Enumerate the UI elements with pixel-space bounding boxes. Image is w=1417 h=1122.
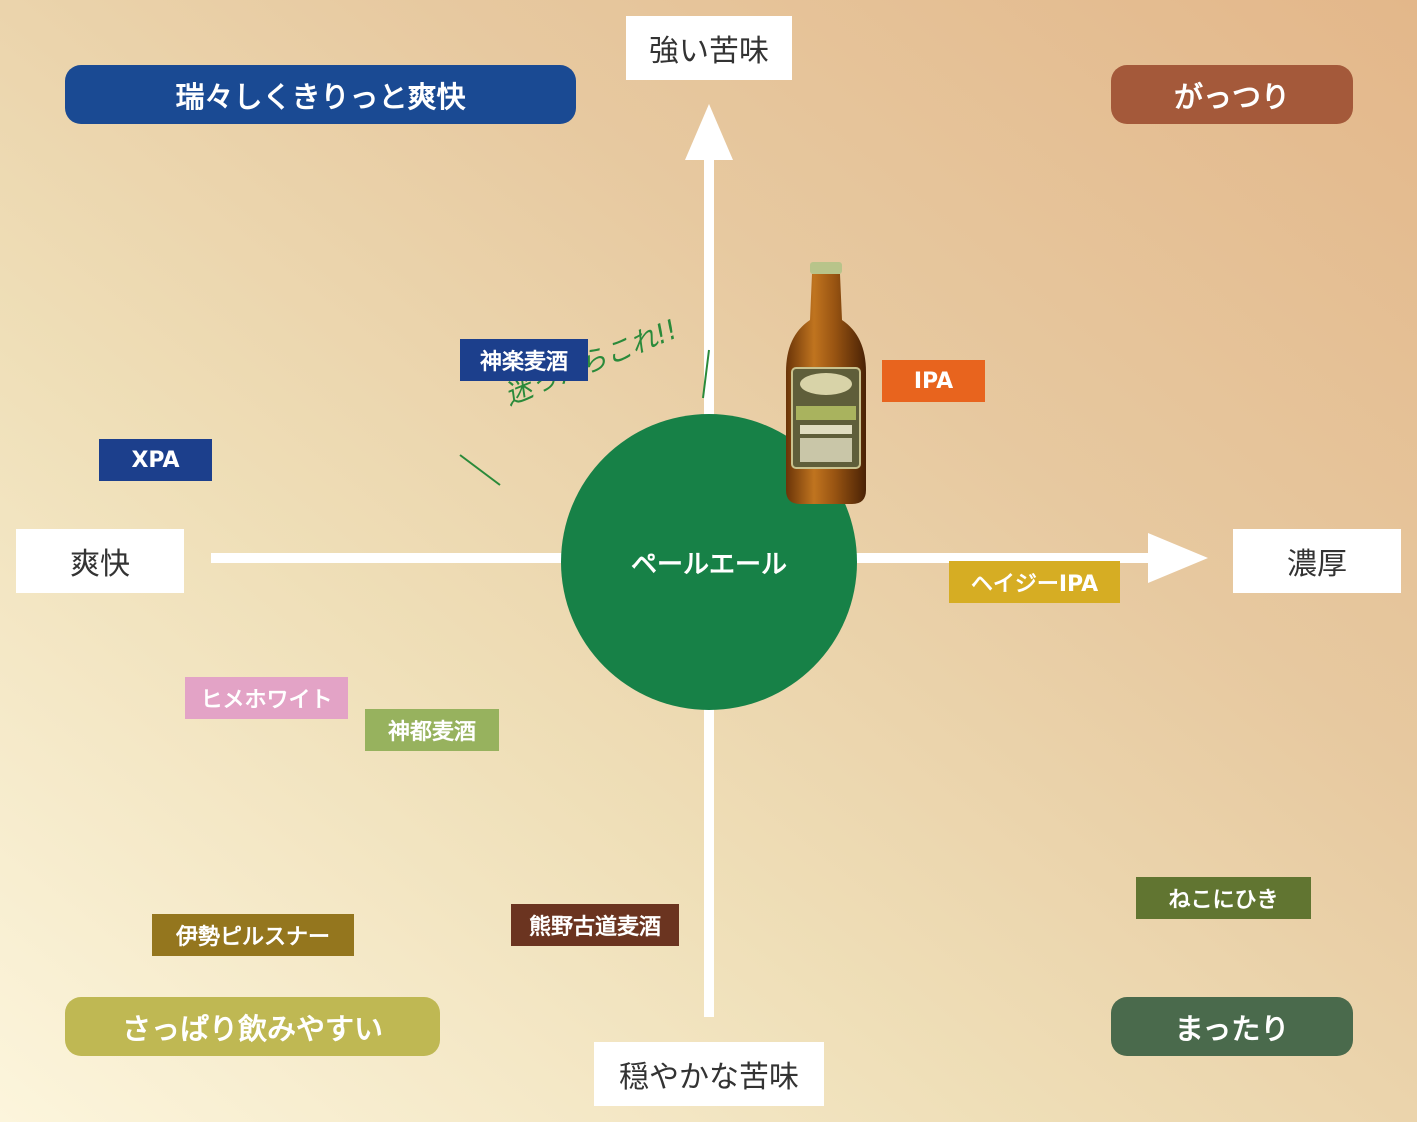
beer-tag-ipa: IPA xyxy=(882,360,985,402)
note-tick-right xyxy=(702,349,710,399)
quadrant-top-right: がっつり xyxy=(1111,65,1353,124)
beer-tag-neko-nihiki: ねこにひき xyxy=(1136,877,1311,919)
beer-tag-hime-white: ヒメホワイト xyxy=(185,677,348,719)
beer-tag-hazy-ipa: ヘイジーIPA xyxy=(949,561,1120,603)
quadrant-bottom-right: まったり xyxy=(1111,997,1353,1056)
axis-label-right: 濃厚 xyxy=(1233,529,1401,593)
note-tick-left xyxy=(459,454,501,486)
axis-label-top: 強い苦味 xyxy=(626,16,792,80)
beer-tag-ise-pilsner: 伊勢ピルスナー xyxy=(152,914,354,956)
up-arrow-head xyxy=(685,104,733,160)
beer-tag-kumano-kodo: 熊野古道麦酒 xyxy=(511,904,679,946)
beer-bottle-icon xyxy=(786,262,866,504)
center-label: ペールエール xyxy=(630,549,787,580)
beer-tag-kagura: 神楽麦酒 xyxy=(460,339,588,381)
axis-label-bottom: 穏やかな苦味 xyxy=(594,1042,824,1106)
beer-tag-xpa: XPA xyxy=(99,439,212,481)
quadrant-top-left: 瑞々しくきりっと爽快 xyxy=(65,65,576,124)
quadrant-bottom-left: さっぱり飲みやすい xyxy=(65,997,440,1056)
right-arrow-head xyxy=(1148,533,1208,583)
axis-label-left: 爽快 xyxy=(16,529,184,593)
beer-tag-shinto: 神都麦酒 xyxy=(365,709,499,751)
